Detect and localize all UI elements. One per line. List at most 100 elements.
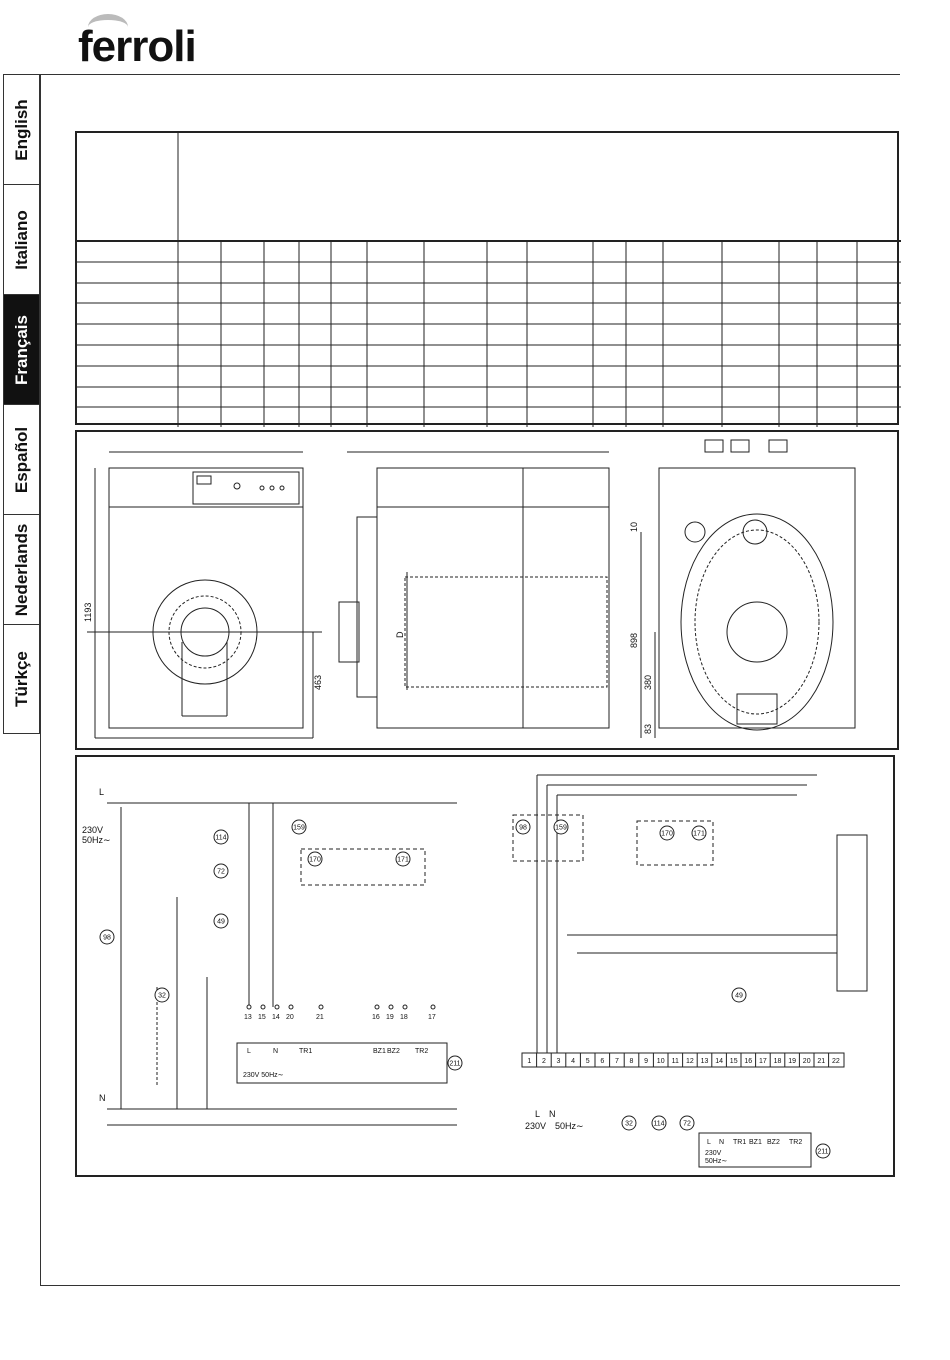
strip-terminal: 2 xyxy=(542,1058,546,1065)
ref-label: 49 xyxy=(217,919,225,926)
ref-label: 72 xyxy=(683,1121,691,1128)
strip-terminal: 19 xyxy=(788,1058,796,1065)
box-label: BZ1 xyxy=(749,1139,762,1146)
dim-83: 83 xyxy=(643,724,653,734)
terminal-dot xyxy=(402,1004,408,1010)
tab-label: Italiano xyxy=(11,209,31,270)
strip-terminal: 11 xyxy=(672,1058,679,1065)
terminal-dot xyxy=(430,1004,436,1010)
strip-terminal: 1 xyxy=(527,1058,531,1065)
ref-circle xyxy=(154,987,170,1003)
ref-label: 49 xyxy=(735,993,743,1000)
left-supply: 230V xyxy=(82,825,103,835)
box-label: L xyxy=(247,1048,251,1055)
specs-table xyxy=(75,131,901,427)
ref-circle xyxy=(291,819,307,835)
left-box-supply: 230V 50Hz∼ xyxy=(243,1072,284,1079)
left-L: L xyxy=(99,787,104,797)
box-label: N xyxy=(719,1139,724,1146)
margin-rule xyxy=(40,74,41,1286)
terminal-dot xyxy=(246,1004,252,1010)
strip-terminal: 7 xyxy=(615,1058,619,1065)
tab-label: Français xyxy=(11,314,31,385)
terminal-label: 15 xyxy=(258,1014,266,1021)
ref-label: 159 xyxy=(293,825,305,832)
front-view-body xyxy=(108,467,304,729)
box-label: BZ1 xyxy=(373,1048,386,1055)
strip-terminal: 18 xyxy=(774,1058,782,1065)
rear-view-flange xyxy=(680,513,834,731)
terminal-label: 19 xyxy=(386,1014,394,1021)
ref-label: 98 xyxy=(103,935,111,942)
ref-circle xyxy=(815,1143,831,1159)
ref-circle xyxy=(691,825,707,841)
terminal-dot xyxy=(274,1004,280,1010)
terminal-label: 16 xyxy=(372,1014,380,1021)
tab-francais[interactable]: Français xyxy=(3,294,40,404)
strip-terminal: 3 xyxy=(557,1058,561,1065)
terminal-label: 17 xyxy=(428,1014,436,1021)
terminal-label: 21 xyxy=(316,1014,324,1021)
right-freq: 50Hz∼ xyxy=(555,1121,584,1131)
tab-turkce[interactable]: Türkçe xyxy=(3,624,40,734)
ref-label: 211 xyxy=(817,1149,828,1156)
strip-terminal: 6 xyxy=(600,1058,604,1065)
ref-label: 114 xyxy=(653,1121,664,1128)
ref-circle xyxy=(213,829,229,845)
strip-terminal: 14 xyxy=(715,1058,723,1065)
rear-view-body xyxy=(658,467,856,729)
ref-circle xyxy=(621,1115,637,1131)
ref-circle xyxy=(447,1055,463,1071)
right-box-freq: 50Hz∼ xyxy=(705,1158,727,1165)
terminal-label: 18 xyxy=(400,1014,408,1021)
tab-label: Türkçe xyxy=(11,651,31,707)
terminal-dot xyxy=(288,1004,294,1010)
dimension-drawings: 1193 463 D 10 898 380 83 xyxy=(75,430,899,750)
tab-english[interactable]: English xyxy=(3,74,40,184)
strip-terminal: 16 xyxy=(744,1058,752,1065)
box-label: N xyxy=(273,1048,278,1055)
terminal-label: 14 xyxy=(272,1014,280,1021)
ref-label: 171 xyxy=(397,857,409,864)
box-label: TR1 xyxy=(299,1048,312,1055)
left-freq: 50Hz∼ xyxy=(82,835,111,845)
strip-terminal: 20 xyxy=(803,1058,811,1065)
tab-italiano[interactable]: Italiano xyxy=(3,184,40,294)
boiler-drawings: 1193 463 D 10 898 380 83 xyxy=(83,439,856,739)
box-label: TR2 xyxy=(789,1139,802,1146)
ref-label: 32 xyxy=(158,993,166,1000)
ref-label: 32 xyxy=(625,1121,633,1128)
language-tabs: English Italiano Français Español Nederl… xyxy=(3,74,41,734)
ref-circle xyxy=(213,913,229,929)
wiring-diagrams: L N 230V 50Hz∼ 230V 50Hz∼ 230V 50Hz∼ L N… xyxy=(75,755,895,1177)
right-L: L xyxy=(535,1109,540,1119)
terminal-dot xyxy=(388,1004,394,1010)
ref-label: 159 xyxy=(555,825,567,832)
tab-espanol[interactable]: Español xyxy=(3,404,40,514)
strip-terminal: 5 xyxy=(586,1058,590,1065)
ref-circle xyxy=(731,987,747,1003)
dim-1193: 1193 xyxy=(83,603,93,622)
left-N: N xyxy=(99,1093,106,1103)
ref-label: 171 xyxy=(693,831,705,838)
ref-circle xyxy=(515,819,531,835)
footer-rule xyxy=(40,1285,900,1286)
strip-terminal: 9 xyxy=(644,1058,648,1065)
right-box-supply: 230V xyxy=(705,1150,722,1157)
box-label: TR1 xyxy=(733,1139,746,1146)
box-label: BZ2 xyxy=(767,1139,780,1146)
strip-terminal: 22 xyxy=(832,1058,840,1065)
header-rule xyxy=(40,74,900,75)
tab-label: Español xyxy=(11,426,31,493)
brand-logo: ferroli xyxy=(78,22,197,71)
box-label: L xyxy=(707,1139,711,1146)
tab-nederlands[interactable]: Nederlands xyxy=(3,514,40,624)
ref-label: 114 xyxy=(215,835,226,842)
strip-terminal: 17 xyxy=(759,1058,767,1065)
dim-463: 463 xyxy=(313,675,323,690)
wiring-svg: L N 230V 50Hz∼ 230V 50Hz∼ 230V 50Hz∼ L N… xyxy=(82,774,868,1168)
ref-label: 170 xyxy=(309,857,321,864)
ref-circle xyxy=(553,819,569,835)
terminal-dot xyxy=(318,1004,324,1010)
logo-swoosh xyxy=(88,14,128,40)
